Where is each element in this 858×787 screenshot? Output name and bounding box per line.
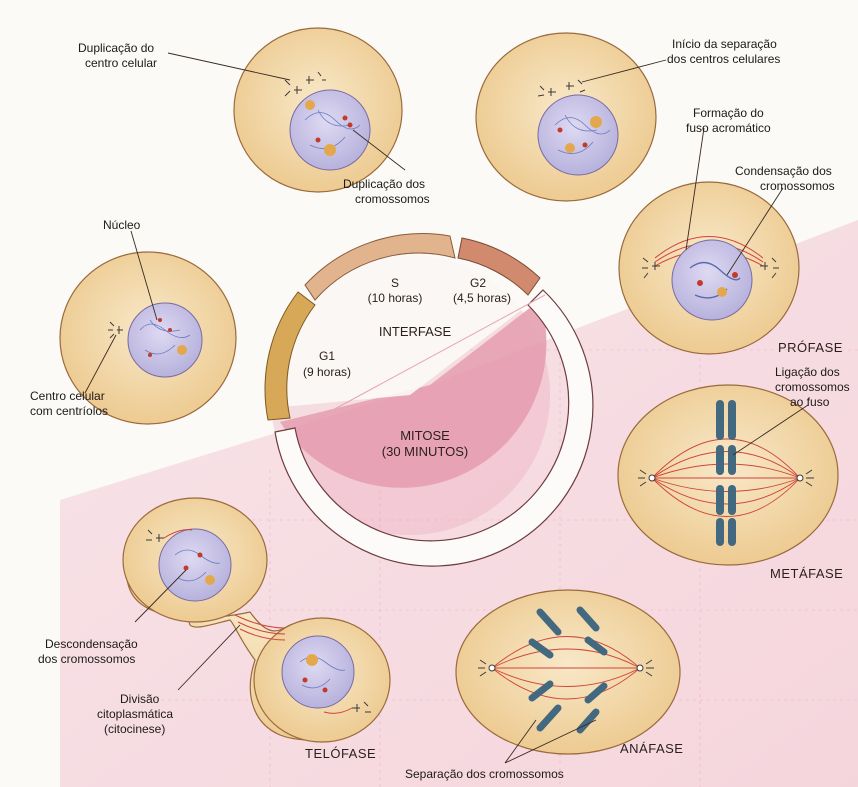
label-centrosome-dup-1: Duplicação do bbox=[78, 41, 154, 55]
stage-g2-label: G2 bbox=[470, 276, 486, 290]
phase-metaphase: METÁFASE bbox=[770, 566, 843, 581]
phase-telophase: TELÓFASE bbox=[305, 746, 376, 761]
label-attach-3: ao fuso bbox=[790, 395, 830, 409]
label-cytokinesis-1: Divisão bbox=[120, 692, 160, 706]
cell-s bbox=[234, 28, 402, 192]
cell-prophase bbox=[619, 182, 799, 354]
stage-g1-duration: (9 horas) bbox=[303, 365, 351, 379]
stage-g2-duration: (4,5 horas) bbox=[453, 291, 511, 305]
cell-g2 bbox=[476, 33, 656, 201]
nucleus-telophase-bottom bbox=[282, 636, 354, 708]
label-chromosome-dup-1: Duplicação dos bbox=[343, 177, 425, 191]
label-spindle-form-2: fuso acromático bbox=[686, 121, 771, 135]
mitosis-duration: (30 MINUTOS) bbox=[382, 444, 468, 459]
nucleus-prophase bbox=[672, 240, 752, 320]
phase-prophase: PRÓFASE bbox=[778, 340, 843, 355]
nucleus-g2 bbox=[538, 95, 618, 175]
label-separation-start-1: Início da separação bbox=[672, 37, 777, 51]
label-attach-1: Ligação dos bbox=[775, 365, 840, 379]
label-centrosome-2: com centríolos bbox=[30, 404, 108, 418]
nucleus-s bbox=[290, 90, 370, 170]
stage-g1-label: G1 bbox=[319, 349, 335, 363]
stage-s-label: S bbox=[391, 276, 399, 290]
label-decondensation-2: dos cromossomos bbox=[38, 652, 135, 666]
label-condensation-1: Condensação dos bbox=[735, 164, 832, 178]
mitosis-label: MITOSE bbox=[400, 428, 450, 443]
cell-anaphase bbox=[456, 590, 680, 754]
stage-s-duration: (10 horas) bbox=[368, 291, 423, 305]
phase-anaphase: ANÁFASE bbox=[620, 741, 683, 756]
cell-metaphase bbox=[618, 385, 838, 565]
label-cytokinesis-2: citoplasmática bbox=[97, 707, 173, 721]
label-nucleus: Núcleo bbox=[103, 218, 141, 232]
label-cytokinesis-3: (citocinese) bbox=[104, 722, 165, 736]
label-spindle-form-1: Formação do bbox=[693, 106, 764, 120]
label-decondensation-1: Descondensação bbox=[45, 637, 138, 651]
nucleus-g1 bbox=[128, 303, 202, 377]
nucleus-telophase-top bbox=[159, 529, 231, 601]
label-chromosome-dup-2: cromossomos bbox=[355, 192, 430, 206]
label-separation-start-2: dos centros celulares bbox=[667, 52, 780, 66]
label-separation: Separação dos cromossomos bbox=[405, 767, 564, 781]
label-centrosome-1: Centro celular bbox=[30, 389, 105, 403]
interphase-label: INTERFASE bbox=[379, 324, 452, 339]
label-centrosome-dup-2: centro celular bbox=[85, 56, 157, 70]
label-attach-2: cromossomos bbox=[775, 380, 850, 394]
label-condensation-2: cromossomos bbox=[760, 179, 835, 193]
